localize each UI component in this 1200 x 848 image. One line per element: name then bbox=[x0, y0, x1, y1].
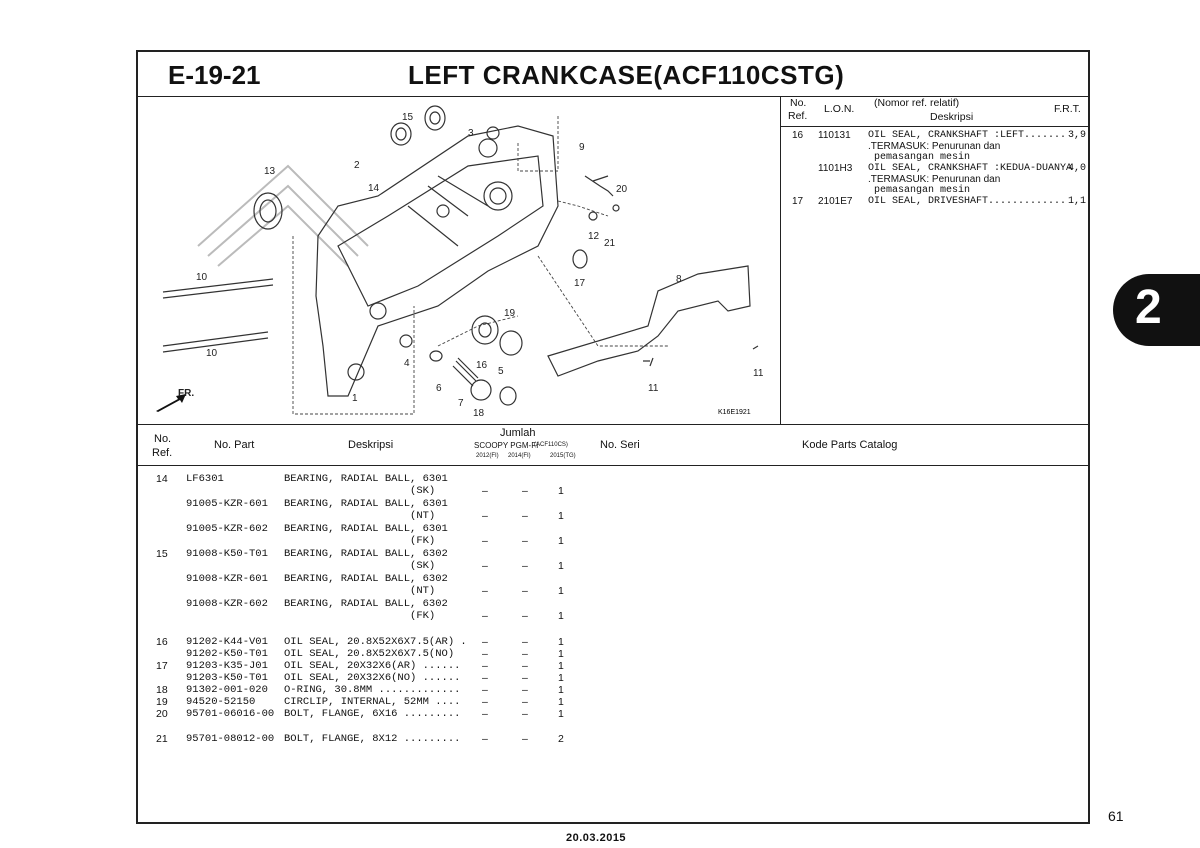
lon-row: .TERMASUK: Penurunan dan bbox=[868, 174, 1001, 185]
callout-label: 11 bbox=[648, 383, 659, 394]
leader-dashes bbox=[292, 116, 668, 415]
page-frame: E-19-21 LEFT CRANKCASE(ACF110CSTG) bbox=[136, 50, 1090, 824]
callout-label: 12 bbox=[588, 231, 600, 242]
callout-label: 4 bbox=[404, 358, 410, 369]
header-nomor: (Nomor ref. relatif) bbox=[874, 97, 960, 109]
lon-row: .TERMASUK: Penurunan dan bbox=[868, 141, 1001, 152]
watermark-logo bbox=[197, 164, 369, 267]
header-desc: Deskripsi bbox=[348, 439, 394, 451]
header-ref: Ref. bbox=[788, 110, 808, 122]
diagram-drawing: FR. 1 2 3 4 5 6 7 8 9 10 10 11 11 12 13 … bbox=[156, 105, 764, 419]
callout-label: 6 bbox=[436, 383, 442, 394]
svg-text:FR.: FR. bbox=[178, 388, 194, 399]
header-seri: No. Seri bbox=[600, 439, 640, 451]
parts-table: No. Ref. No. Part Deskripsi Jumlah SCOOP… bbox=[138, 424, 1088, 825]
callout-label: 7 bbox=[458, 398, 464, 409]
callout-label: 1 bbox=[352, 393, 358, 404]
table-row: (FK)––1 bbox=[284, 610, 564, 622]
header-year: 2015(TG) bbox=[550, 453, 576, 459]
callout-label: 14 bbox=[368, 183, 380, 194]
callout-label: 10 bbox=[206, 348, 218, 359]
lon-table: No. Ref. L.O.N. (Nomor ref. relatif) Des… bbox=[780, 96, 1090, 424]
section-tab: 2 bbox=[1113, 274, 1200, 346]
header-model-code: (ACF110CS) bbox=[534, 442, 568, 448]
header-part: No. Part bbox=[214, 439, 255, 451]
page-number: 61 bbox=[1108, 808, 1124, 824]
section-tab-label: 2 bbox=[1135, 281, 1162, 334]
callout-label: 9 bbox=[579, 142, 585, 153]
callout-label: 3 bbox=[468, 128, 474, 139]
callout-label: 19 bbox=[504, 308, 516, 319]
page-title: LEFT CRANKCASE(ACF110CSTG) bbox=[408, 60, 845, 90]
callout-label: 10 bbox=[196, 272, 208, 283]
header-model: SCOOPY PGM-FI bbox=[474, 441, 539, 450]
callout-label: 15 bbox=[402, 112, 414, 123]
callout-label: 20 bbox=[616, 184, 628, 195]
callout-label: 13 bbox=[264, 166, 276, 177]
callout-label: 11 bbox=[753, 368, 764, 379]
callout-label: 2 bbox=[354, 160, 360, 171]
table-row: (NT)––1 bbox=[284, 510, 564, 522]
header-lon: L.O.N. bbox=[824, 103, 855, 115]
header-year: 2014(FI) bbox=[508, 453, 531, 459]
lon-table-header: No. Ref. L.O.N. (Nomor ref. relatif) Des… bbox=[780, 96, 1090, 127]
image-code: K16E1921 bbox=[718, 409, 751, 416]
header-frt: F.R.T. bbox=[1054, 103, 1081, 115]
lon-row: pemasangan mesin bbox=[868, 152, 971, 163]
callout-label: 17 bbox=[574, 278, 586, 289]
header-jumlah: Jumlah bbox=[500, 427, 536, 439]
section-code: E-19-21 bbox=[168, 60, 261, 90]
parts-table-header: No. Ref. No. Part Deskripsi Jumlah SCOOP… bbox=[138, 425, 1088, 466]
crankcase-body bbox=[315, 125, 559, 397]
header-deskripsi: Deskripsi bbox=[930, 111, 974, 123]
callout-label: 8 bbox=[676, 274, 682, 285]
table-row: (FK)––1 bbox=[284, 535, 564, 547]
footer-date: 20.03.2015 bbox=[566, 832, 627, 844]
fr-arrow: FR. bbox=[156, 388, 194, 412]
table-row: (SK)––1 bbox=[284, 560, 564, 572]
callout-label: 18 bbox=[473, 408, 485, 419]
table-row: (NT)––1 bbox=[284, 585, 564, 597]
header-year: 2012(FI) bbox=[476, 453, 499, 459]
header-no: No. bbox=[154, 433, 172, 445]
header-no: No. bbox=[790, 97, 807, 109]
header-kode: Kode Parts Catalog bbox=[802, 439, 898, 451]
lon-row: pemasangan mesin bbox=[868, 185, 971, 196]
callout-label: 21 bbox=[604, 238, 616, 249]
callout-labels: 1 2 3 4 5 6 7 8 9 10 10 11 11 12 13 14 1… bbox=[196, 112, 764, 419]
table-row: (SK)––1 bbox=[284, 485, 564, 497]
page-header: E-19-21 LEFT CRANKCASE(ACF110CSTG) bbox=[138, 52, 1088, 97]
callout-label: 16 bbox=[476, 360, 488, 371]
header-ref: Ref. bbox=[152, 447, 173, 459]
parts-drawings bbox=[162, 105, 759, 406]
exploded-diagram: FR. 1 2 3 4 5 6 7 8 9 10 10 11 11 12 13 … bbox=[138, 96, 781, 424]
callout-label: 5 bbox=[498, 366, 504, 377]
